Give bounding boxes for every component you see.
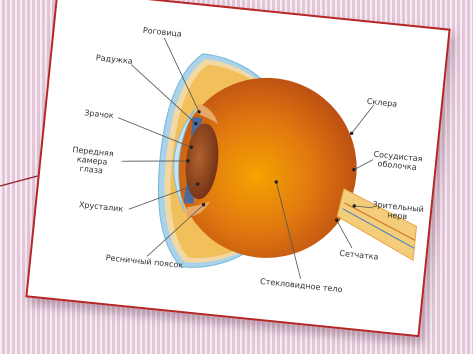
label-anterior-chamber: Передняя камера глаза bbox=[70, 145, 114, 176]
leader-sclera bbox=[352, 103, 374, 135]
eye-diagram-card: Роговица Радужка Зрачок Передняя камера … bbox=[25, 0, 450, 337]
leader-choroid bbox=[354, 158, 373, 172]
